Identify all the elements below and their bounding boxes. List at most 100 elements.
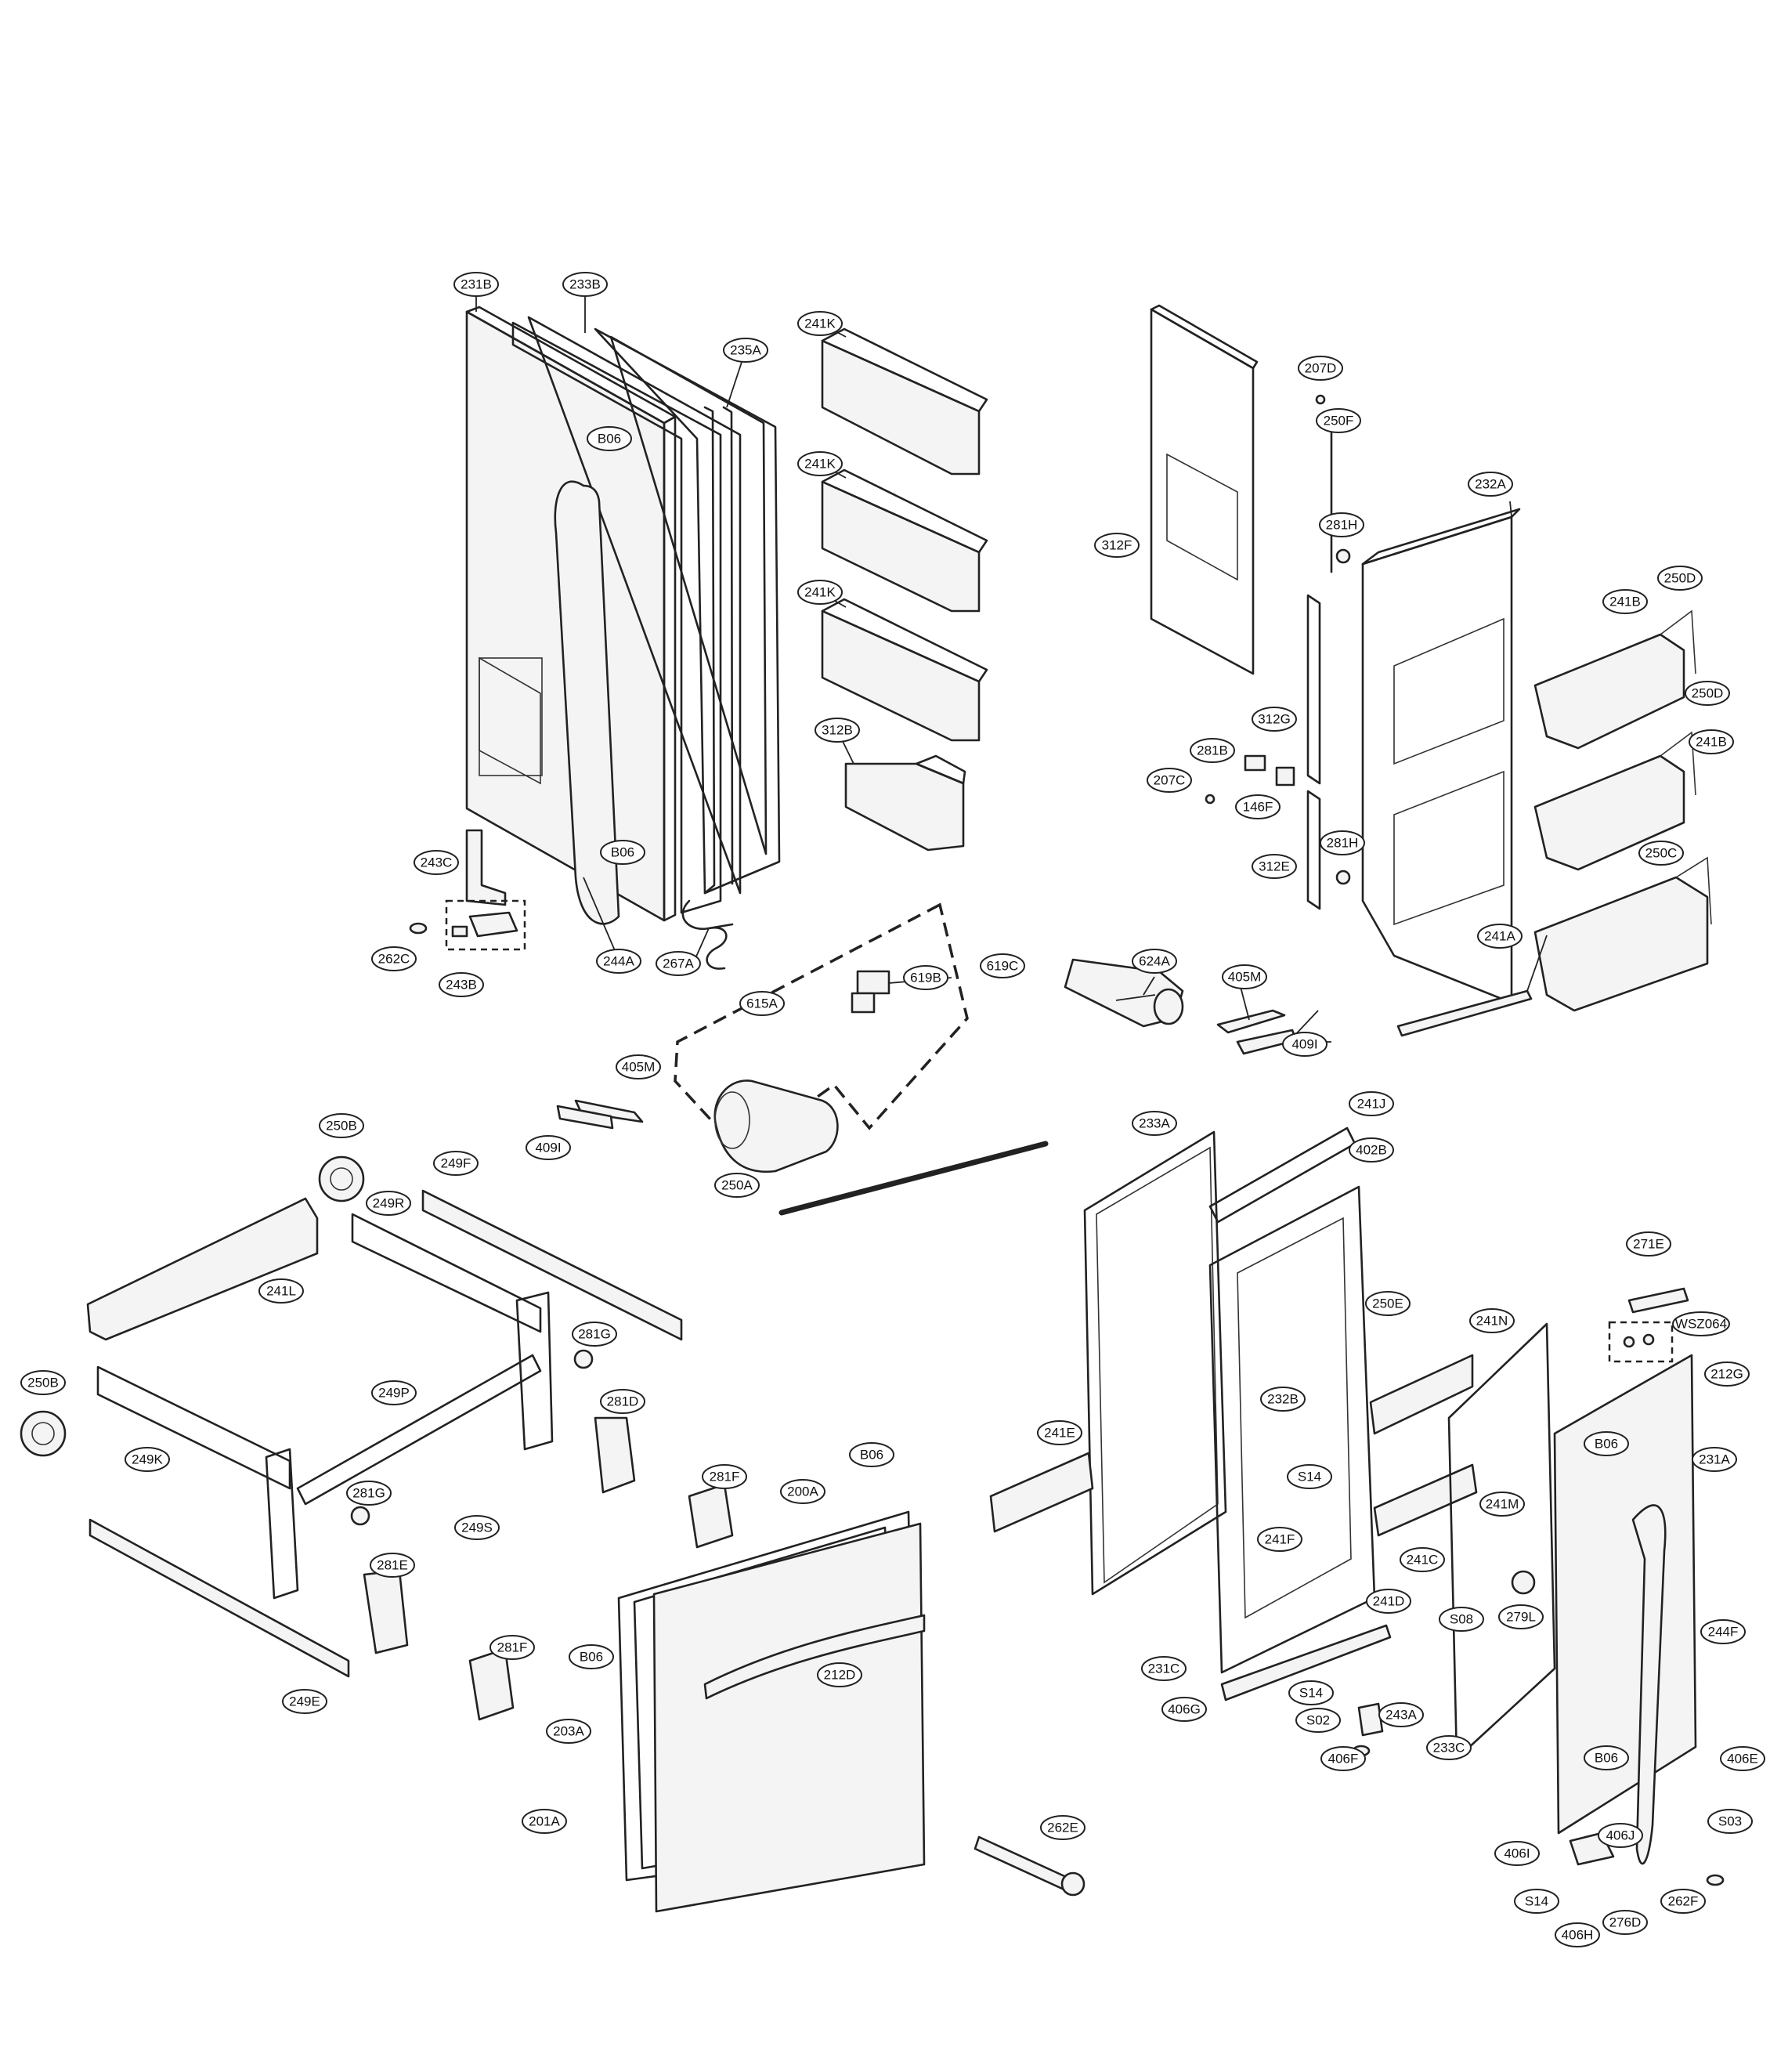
callout-241l[interactable]: 241L	[258, 1278, 304, 1304]
callout-312g[interactable]: 312G	[1252, 707, 1297, 732]
callout-406i[interactable]: 406I	[1494, 1841, 1540, 1866]
callout-201a[interactable]: 201A	[522, 1809, 567, 1834]
callout-249f[interactable]: 249F	[433, 1151, 479, 1176]
callout-249r[interactable]: 249R	[366, 1191, 411, 1216]
callout-231a[interactable]: 231A	[1692, 1447, 1737, 1472]
callout-241j[interactable]: 241J	[1349, 1091, 1394, 1116]
callout-281e[interactable]: 281E	[370, 1553, 415, 1578]
callout-250a[interactable]: 250A	[714, 1173, 760, 1198]
callout-241e[interactable]: 241E	[1037, 1420, 1082, 1445]
callout-s03[interactable]: S03	[1707, 1809, 1753, 1834]
callout-281h[interactable]: 281H	[1319, 512, 1364, 537]
callout-231c[interactable]: 231C	[1141, 1656, 1187, 1681]
callout-232b[interactable]: 232B	[1260, 1387, 1306, 1412]
callout-243c[interactable]: 243C	[414, 850, 459, 875]
callout-267a[interactable]: 267A	[656, 951, 701, 976]
callout-243a[interactable]: 243A	[1378, 1702, 1424, 1727]
callout-406g[interactable]: 406G	[1161, 1697, 1207, 1722]
callout-409i[interactable]: 409I	[526, 1135, 571, 1160]
callout-250e[interactable]: 250E	[1365, 1291, 1411, 1316]
callout-312f[interactable]: 312F	[1094, 533, 1140, 558]
callout-233a[interactable]: 233A	[1132, 1111, 1177, 1136]
callout-405m[interactable]: 405M	[1222, 964, 1267, 989]
callout-312e[interactable]: 312E	[1252, 854, 1297, 879]
callout-405m[interactable]: 405M	[616, 1054, 661, 1079]
callout-207d[interactable]: 207D	[1298, 356, 1343, 381]
callout-207c[interactable]: 207C	[1147, 768, 1192, 793]
callout-276d[interactable]: 276D	[1602, 1910, 1648, 1935]
svg-text:250D: 250D	[1664, 571, 1696, 586]
callout-b06[interactable]: B06	[569, 1644, 614, 1669]
callout-262e[interactable]: 262E	[1040, 1815, 1085, 1840]
callout-s14[interactable]: S14	[1287, 1464, 1332, 1489]
callout-212d[interactable]: 212D	[817, 1662, 862, 1687]
callout-271e[interactable]: 271E	[1626, 1231, 1671, 1257]
callout-244a[interactable]: 244A	[596, 949, 641, 974]
callout-241k[interactable]: 241K	[797, 311, 843, 336]
callout-s02[interactable]: S02	[1295, 1708, 1341, 1733]
callout-250b[interactable]: 250B	[319, 1113, 364, 1138]
callout-b06[interactable]: B06	[600, 840, 645, 865]
callout-b06[interactable]: B06	[1584, 1431, 1629, 1456]
callout-241m[interactable]: 241M	[1479, 1492, 1525, 1517]
callout-402b[interactable]: 402B	[1349, 1137, 1394, 1163]
callout-279l[interactable]: 279L	[1498, 1604, 1544, 1629]
callout-406e[interactable]: 406E	[1720, 1746, 1765, 1771]
callout-241k[interactable]: 241K	[797, 451, 843, 476]
callout-406h[interactable]: 406H	[1555, 1922, 1600, 1947]
callout-249s[interactable]: 249S	[454, 1515, 500, 1540]
callout-249k[interactable]: 249K	[125, 1447, 170, 1472]
callout-281f[interactable]: 281F	[702, 1464, 747, 1489]
callout-212g[interactable]: 212G	[1704, 1361, 1750, 1387]
callout-231b[interactable]: 231B	[453, 272, 499, 297]
callout-wsz064[interactable]: WSZ064	[1672, 1311, 1730, 1336]
callout-b06[interactable]: B06	[849, 1442, 894, 1467]
callout-s14[interactable]: S14	[1288, 1680, 1334, 1705]
callout-619b[interactable]: 619B	[903, 965, 948, 990]
callout-241a[interactable]: 241A	[1477, 924, 1523, 949]
callout-b06[interactable]: B06	[1584, 1745, 1629, 1770]
callout-203a[interactable]: 203A	[546, 1719, 591, 1744]
callout-s14[interactable]: S14	[1514, 1889, 1559, 1914]
callout-250d[interactable]: 250D	[1657, 566, 1703, 591]
callout-406f[interactable]: 406F	[1320, 1746, 1366, 1771]
callout-281d[interactable]: 281D	[600, 1389, 645, 1414]
callout-233c[interactable]: 233C	[1426, 1735, 1472, 1760]
callout-281b[interactable]: 281B	[1190, 738, 1235, 763]
svg-text:232A: 232A	[1475, 477, 1506, 492]
callout-232a[interactable]: 232A	[1468, 472, 1513, 497]
callout-249e[interactable]: 249E	[282, 1689, 327, 1714]
callout-146f[interactable]: 146F	[1235, 794, 1281, 819]
callout-281g[interactable]: 281G	[572, 1322, 617, 1347]
callout-262c[interactable]: 262C	[371, 946, 417, 971]
callout-200a[interactable]: 200A	[780, 1479, 825, 1504]
callout-615a[interactable]: 615A	[739, 991, 785, 1016]
callout-b06[interactable]: B06	[587, 426, 632, 451]
callout-250b[interactable]: 250B	[20, 1370, 66, 1395]
callout-619c[interactable]: 619C	[980, 953, 1025, 978]
callout-281h[interactable]: 281H	[1320, 830, 1365, 855]
callout-249p[interactable]: 249P	[371, 1380, 417, 1405]
callout-244f[interactable]: 244F	[1700, 1619, 1746, 1644]
callout-409i[interactable]: 409I	[1282, 1032, 1328, 1057]
callout-281f[interactable]: 281F	[489, 1635, 535, 1660]
callout-250f[interactable]: 250F	[1316, 408, 1361, 433]
callout-241n[interactable]: 241N	[1469, 1308, 1515, 1333]
callout-624a[interactable]: 624A	[1132, 949, 1177, 974]
callout-262f[interactable]: 262F	[1660, 1889, 1706, 1914]
callout-241d[interactable]: 241D	[1366, 1589, 1411, 1614]
callout-233b[interactable]: 233B	[562, 272, 608, 297]
callout-312b[interactable]: 312B	[815, 718, 860, 743]
callout-250c[interactable]: 250C	[1638, 841, 1684, 866]
callout-241b[interactable]: 241B	[1602, 589, 1648, 614]
callout-241k[interactable]: 241K	[797, 580, 843, 605]
callout-281g[interactable]: 281G	[346, 1481, 392, 1506]
callout-s08[interactable]: S08	[1439, 1607, 1484, 1632]
callout-243b[interactable]: 243B	[439, 972, 484, 997]
callout-241c[interactable]: 241C	[1400, 1547, 1445, 1572]
callout-406j[interactable]: 406J	[1598, 1823, 1643, 1848]
callout-235a[interactable]: 235A	[723, 338, 768, 363]
callout-241f[interactable]: 241F	[1257, 1527, 1302, 1552]
callout-241b[interactable]: 241B	[1689, 729, 1734, 754]
callout-250d[interactable]: 250D	[1685, 681, 1730, 706]
